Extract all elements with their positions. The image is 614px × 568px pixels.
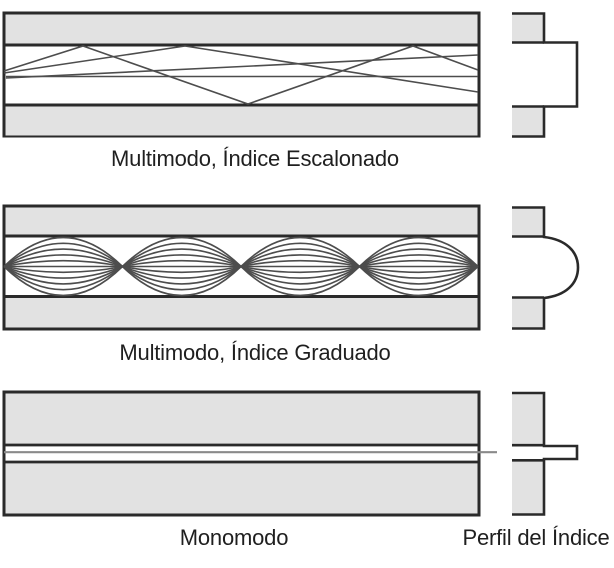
singlemode-profile-cladding-bottom [512, 460, 544, 515]
singlemode-fiber [2, 390, 497, 517]
singlemode-profile-outline [512, 391, 579, 516]
singlemode-profile-cladding-top [512, 392, 544, 445]
graded-fiber-cladding-top [5, 207, 478, 235]
label-singlemode: Monomodo [179, 525, 289, 550]
step-fiber-cladding-top [5, 14, 478, 44]
singlemode-core-band [5, 446, 478, 461]
step-profile-cladding-bottom [512, 106, 544, 137]
label-multimode-step: Multimodo, Índice Escalonado [111, 146, 399, 171]
step-ray-shallow [5, 54, 479, 79]
graded-index-profile [512, 206, 580, 330]
label-multimode-graded: Multimodo, Índice Graduado [119, 340, 391, 365]
graded-ray-arc-down-5 [3, 265, 479, 274]
multimode-graded-fiber [2, 204, 481, 331]
step-profile-cladding-top [512, 13, 544, 43]
step-ray-steep [3, 45, 479, 105]
step-index-profile [512, 12, 579, 138]
step-profile-outline [512, 12, 579, 138]
singlemode-index-profile [512, 391, 579, 516]
label-index-profile-column: Perfil del Índice [462, 525, 610, 550]
graded-profile-outline [512, 206, 580, 330]
graded-fiber-cladding-bottom [5, 298, 478, 328]
graded-profile-cladding-bottom [512, 297, 544, 329]
step-fiber-cladding-bottom [5, 106, 478, 136]
step-ray-paths [3, 45, 479, 105]
multimode-step-fiber [2, 11, 481, 138]
graded-ray-bundle [3, 236, 479, 297]
graded-profile-cladding-top [512, 206, 544, 236]
